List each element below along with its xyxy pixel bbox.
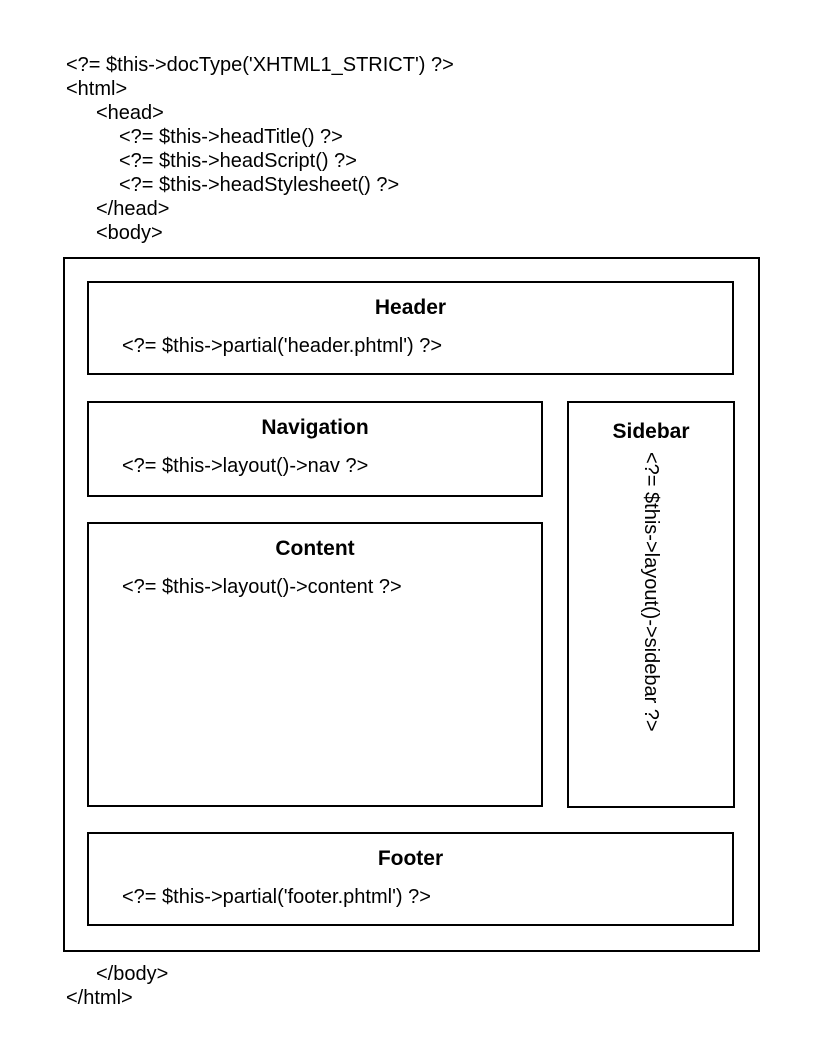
- code-line-html-open: <html>: [66, 78, 128, 100]
- code-line-html-close: </html>: [66, 987, 133, 1009]
- content-box: Content <?= $this->layout()->content ?>: [87, 522, 543, 807]
- navigation-title: Navigation: [261, 416, 369, 439]
- footer-title: Footer: [377, 847, 444, 870]
- content-code: <?= $this->layout()->content ?>: [122, 576, 402, 598]
- sidebar-title: Sidebar: [612, 420, 690, 443]
- code-line-head-open: <head>: [96, 102, 164, 124]
- code-line-doctype: <?= $this->docType('XHTML1_STRICT') ?>: [66, 54, 454, 76]
- code-line-body-close: </body>: [96, 963, 169, 985]
- code-line-head-close: </head>: [96, 198, 170, 220]
- header-title: Header: [374, 296, 447, 319]
- header-code: <?= $this->partial('header.phtml') ?>: [122, 335, 443, 357]
- header-box: Header <?= $this->partial('header.phtml'…: [87, 281, 734, 375]
- code-block-bottom: </body> </html>: [66, 962, 168, 1010]
- navigation-code: <?= $this->layout()->nav ?>: [122, 455, 369, 477]
- content-title: Content: [275, 537, 355, 560]
- navigation-box: Navigation <?= $this->layout()->nav ?>: [87, 401, 543, 497]
- code-line-head-title: <?= $this->headTitle() ?>: [119, 126, 343, 148]
- footer-code: <?= $this->partial('footer.phtml') ?>: [122, 886, 431, 908]
- footer-box: Footer <?= $this->partial('footer.phtml'…: [87, 832, 734, 926]
- code-line-head-stylesheet: <?= $this->headStylesheet() ?>: [119, 174, 400, 196]
- sidebar-box: Sidebar <?= $this->layout()->sidebar ?>: [567, 401, 735, 808]
- code-line-head-script: <?= $this->headScript() ?>: [119, 150, 357, 172]
- sidebar-code: <?= $this->layout()->sidebar ?>: [640, 452, 662, 732]
- body-box: Header <?= $this->partial('header.phtml'…: [63, 257, 760, 952]
- code-line-body-open: <body>: [96, 222, 163, 244]
- code-block-top: <?= $this->docType('XHTML1_STRICT') ?> <…: [66, 53, 454, 245]
